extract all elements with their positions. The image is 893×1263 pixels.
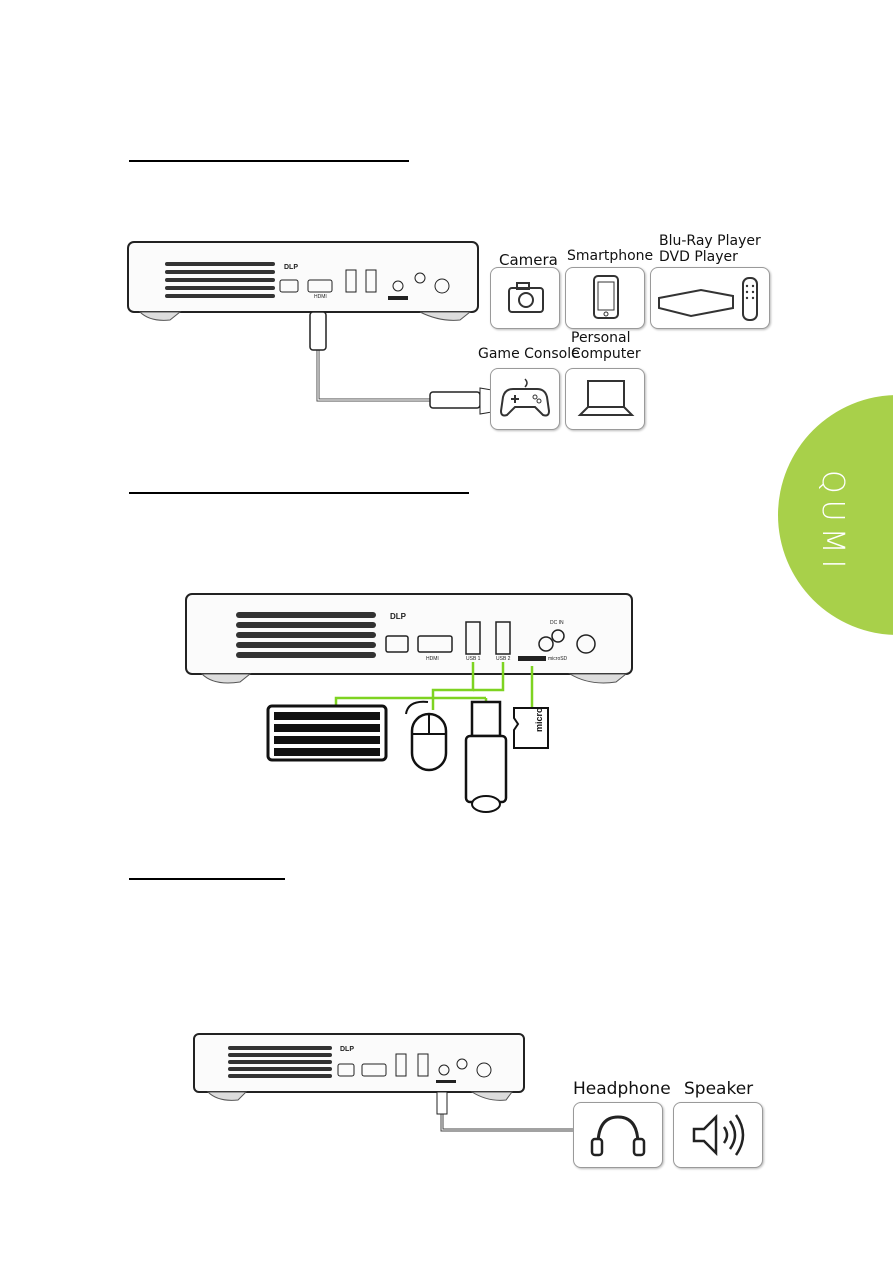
gamepad-icon [499, 378, 551, 417]
keyboard-icon [266, 704, 388, 762]
camera-icon [508, 282, 544, 313]
dlp-logo: DLP [284, 264, 298, 271]
usb1-port-label: USB 1 [466, 656, 481, 662]
smartphone-device [565, 267, 645, 329]
mouse-icon [405, 700, 448, 772]
dc-in-label: DC IN [550, 620, 564, 626]
camera-label: Camera [499, 251, 558, 269]
dvd-player-device [650, 267, 770, 329]
smartphone-label: Smartphone [567, 248, 654, 264]
usb-connection-diagram: micro [185, 593, 633, 813]
usb-drive-icon [464, 700, 508, 813]
section-rule-video [129, 160, 409, 162]
projector-rear-panel [127, 241, 479, 321]
game-console-device [490, 368, 560, 430]
microsd-port-label: microSD [548, 656, 568, 662]
headphone-icon [590, 1115, 646, 1157]
microsd-card-icon: micro [513, 707, 549, 749]
pc-label-line1: Personal [571, 330, 631, 346]
bluray-label: Blu-Ray Player [659, 233, 761, 249]
dlp-logo: DLP [340, 1046, 354, 1053]
speaker-icon [692, 1113, 745, 1157]
smartphone-icon [593, 275, 619, 319]
headphone-label: Headphone [573, 1079, 671, 1099]
hdmi-port-label: HDMI [426, 656, 439, 662]
dlp-logo: DLP [390, 612, 406, 621]
video-connection-diagram [127, 241, 493, 415]
brand-logo: QUMI [815, 470, 850, 575]
hdmi-port-label: HDMI [314, 294, 327, 300]
dvd-player-icon [658, 277, 758, 321]
game-console-label: Game Console [478, 346, 580, 362]
pc-label-line2: Computer [571, 346, 641, 362]
section-rule-audio [129, 878, 285, 880]
svg-text:micro: micro [534, 707, 544, 732]
camera-device [490, 267, 560, 329]
laptop-icon [577, 380, 635, 416]
speaker-label: Speaker [684, 1079, 754, 1099]
usb2-port-label: USB 2 [496, 656, 511, 662]
audio-connection-diagram [193, 1033, 574, 1132]
dvd-label: DVD Player [659, 249, 738, 265]
section-rule-usb [129, 492, 469, 494]
headphone-device [573, 1102, 663, 1168]
speaker-device [673, 1102, 763, 1168]
projector-rear-panel [193, 1033, 525, 1101]
projector-rear-panel [185, 593, 633, 684]
pc-device [565, 368, 645, 430]
